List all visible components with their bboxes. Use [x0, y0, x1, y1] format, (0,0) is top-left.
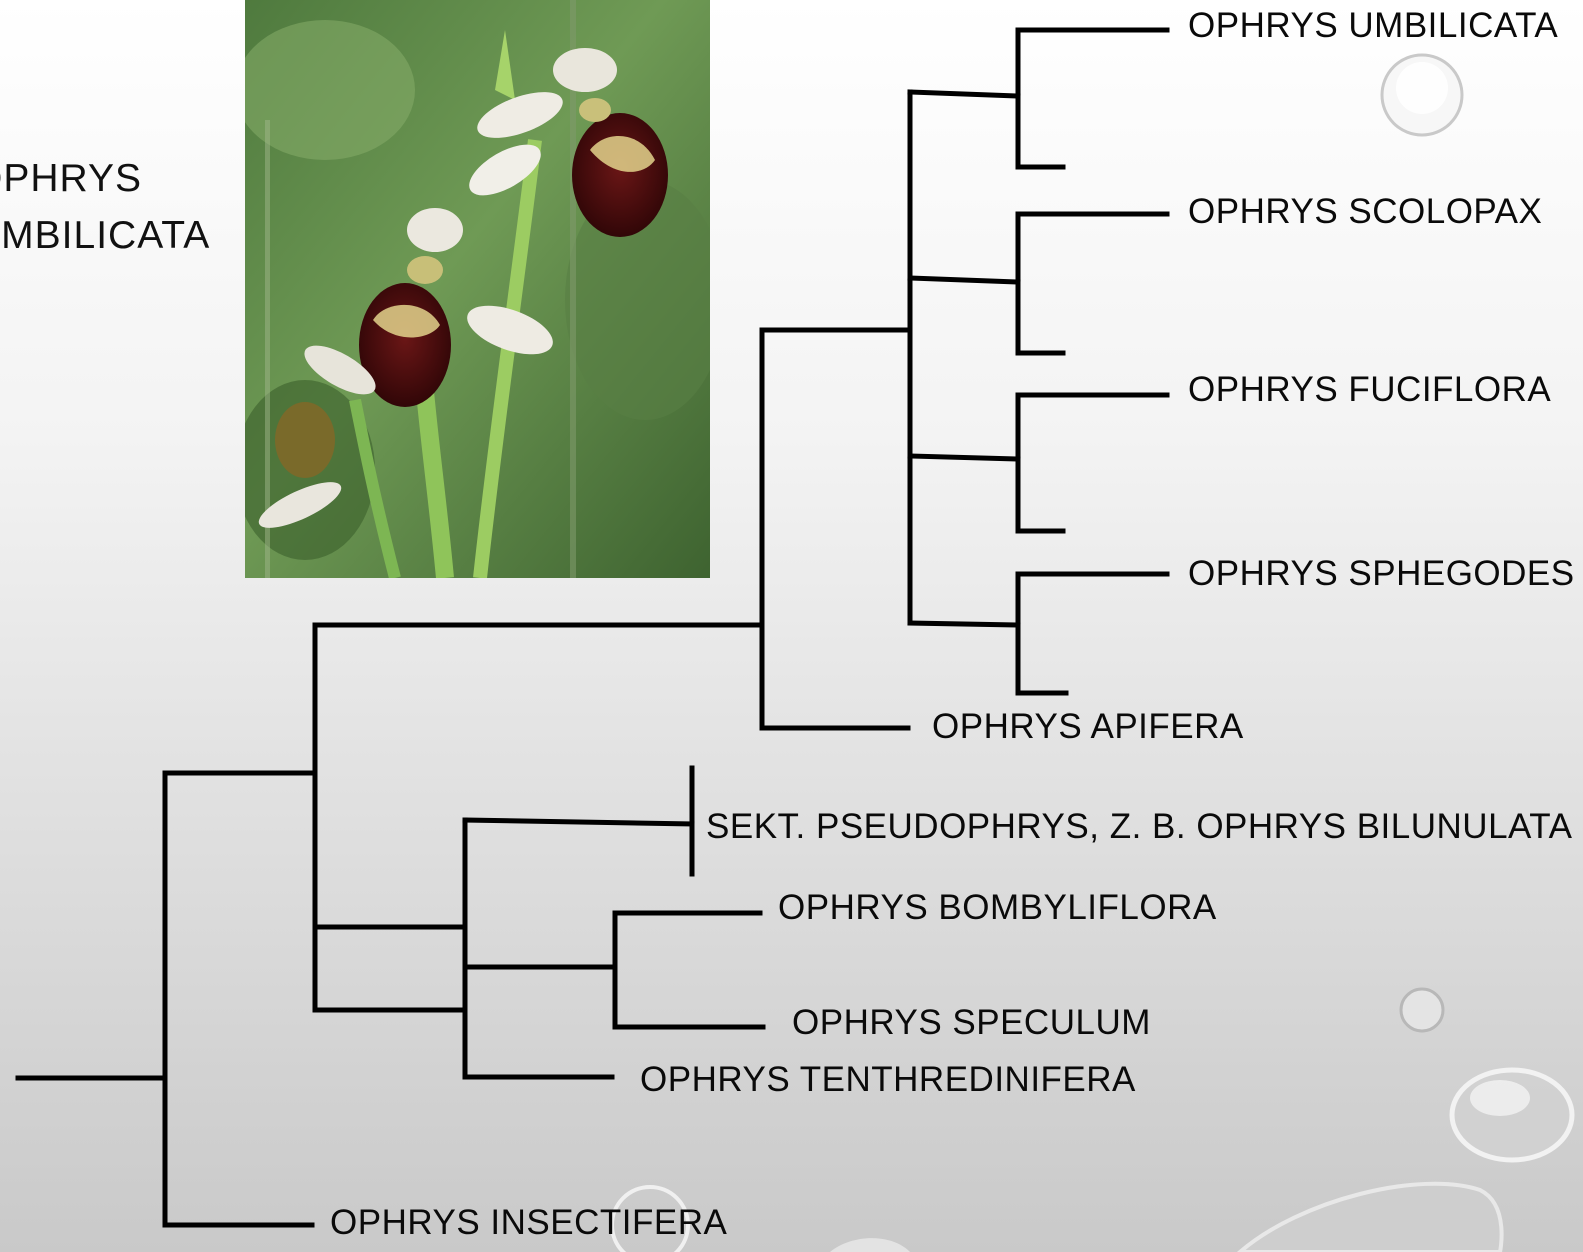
taxon-label-insectifera: OPHRYS INSECTIFERA — [330, 1203, 727, 1242]
taxon-label-apifera: OPHRYS APIFERA — [932, 707, 1244, 746]
taxon-label-pseudophrys: SEKT. PSEUDOPHRYS, Z. B. OPHRYS BILUNULA… — [706, 807, 1573, 846]
taxon-label-scolopax: OPHRYS SCOLOPAX — [1188, 192, 1542, 231]
taxon-label-sphegodes: OPHRYS SPHEGODES — [1188, 554, 1575, 593]
taxon-label-tenthredinifera: OPHRYS TENTHREDINIFERA — [640, 1060, 1136, 1099]
taxon-label-umbilicata: OPHRYS UMBILICATA — [1188, 6, 1558, 45]
taxon-label-fuciflora: OPHRYS FUCIFLORA — [1188, 370, 1551, 409]
taxon-label-speculum: OPHRYS SPECULUM — [792, 1003, 1151, 1042]
taxon-label-bombyliflora: OPHRYS BOMBYLIFLORA — [778, 888, 1217, 927]
